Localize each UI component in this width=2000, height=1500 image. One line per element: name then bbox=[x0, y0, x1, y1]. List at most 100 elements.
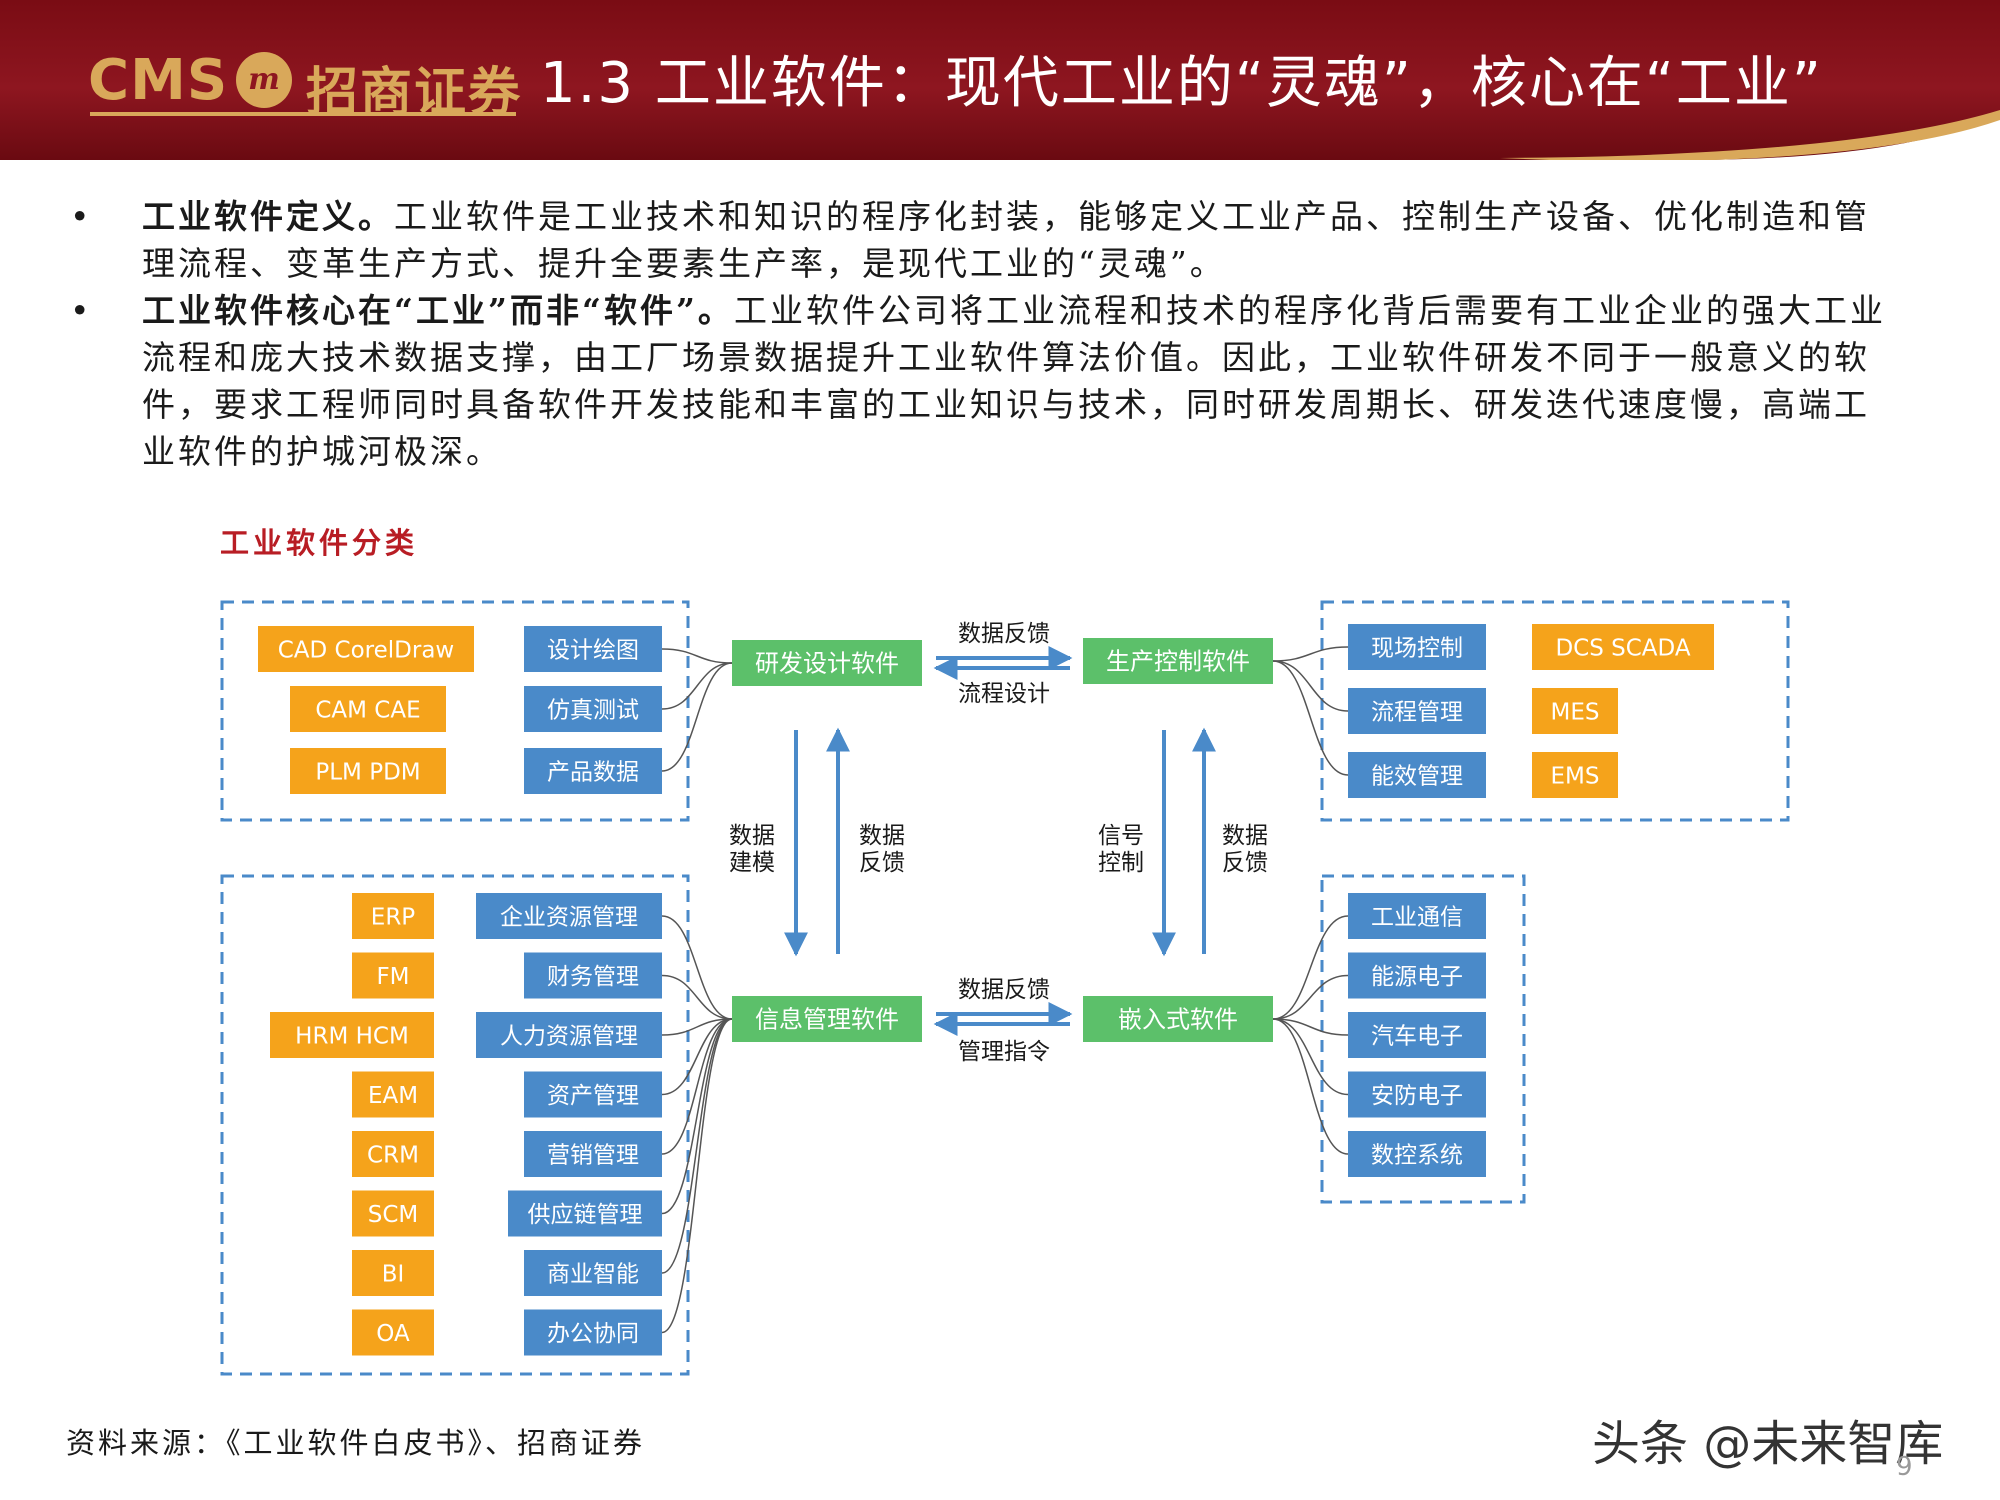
connector-embedded-0 bbox=[1272, 915, 1349, 1020]
hub-production: 生产控制软件 bbox=[1083, 638, 1273, 684]
bullet-body: 工业软件是工业技术和知识的程序化封装，能够定义工业产品、控制生产设备、优化制造和… bbox=[142, 197, 1870, 283]
category-0-production: 现场控制 bbox=[1348, 624, 1486, 670]
category-4-embedded-label: 数控系统 bbox=[1371, 1142, 1463, 1168]
connector-rd-0 bbox=[661, 648, 733, 664]
logo-cms: CMS bbox=[88, 48, 229, 113]
page-title: 1.3 工业软件：现代工业的“灵魂”，核心在“工业” bbox=[540, 51, 1823, 116]
bullet-marker: • bbox=[70, 291, 93, 330]
tool-1-rd-label: CAM CAE bbox=[315, 697, 420, 723]
flow-label-left-up-0: 数据 bbox=[859, 823, 905, 849]
tool-0-production-label: DCS SCADA bbox=[1555, 635, 1690, 661]
flow-label-right-up-1: 反馈 bbox=[1222, 850, 1268, 876]
category-7-info-label: 办公协同 bbox=[547, 1321, 639, 1347]
logo-underline bbox=[90, 112, 516, 116]
tool-4-info-shape bbox=[352, 1131, 434, 1177]
category-0-production-shape bbox=[1348, 624, 1486, 670]
hub-rd: 研发设计软件 bbox=[732, 640, 922, 686]
category-5-info-shape bbox=[508, 1190, 662, 1237]
category-1-embedded: 能源电子 bbox=[1348, 952, 1486, 999]
tool-1-rd: CAM CAE bbox=[290, 686, 446, 732]
tool-2-info-shape bbox=[270, 1012, 434, 1058]
category-1-rd: 仿真测试 bbox=[524, 686, 662, 732]
tool-7-info-label: OA bbox=[376, 1321, 410, 1347]
category-0-embedded: 工业通信 bbox=[1348, 893, 1486, 939]
tool-0-rd: CAD CorelDraw bbox=[258, 626, 474, 672]
flow-label-bottom-lower: 管理指令 bbox=[958, 1039, 1050, 1065]
category-4-embedded: 数控系统 bbox=[1348, 1131, 1486, 1177]
category-5-info-label: 供应链管理 bbox=[528, 1202, 643, 1228]
category-2-rd: 产品数据 bbox=[524, 748, 662, 794]
connector-info-7 bbox=[661, 1018, 733, 1334]
connector-info-1 bbox=[661, 974, 733, 1020]
category-4-info-label: 营销管理 bbox=[547, 1142, 639, 1168]
category-2-rd-label: 产品数据 bbox=[547, 759, 639, 785]
tool-0-rd-label: CAD CorelDraw bbox=[278, 637, 455, 663]
category-2-embedded-shape bbox=[1348, 1012, 1486, 1058]
connector-info-3 bbox=[661, 1018, 733, 1096]
tool-6-info-label: BI bbox=[382, 1261, 405, 1287]
logo-emblem-icon: m bbox=[236, 52, 292, 108]
tool-7-info-shape bbox=[352, 1309, 434, 1356]
category-1-embedded-shape bbox=[1348, 952, 1486, 999]
category-0-info-shape bbox=[476, 893, 662, 939]
group-info bbox=[220, 874, 690, 1376]
category-1-rd-shape bbox=[524, 686, 662, 732]
tool-2-info: HRM HCM bbox=[270, 1012, 434, 1058]
category-5-info: 供应链管理 bbox=[508, 1190, 662, 1237]
connector-info-6 bbox=[661, 1018, 733, 1274]
category-3-embedded: 安防电子 bbox=[1348, 1071, 1486, 1118]
tool-3-info-shape bbox=[352, 1071, 434, 1118]
category-1-production-label: 流程管理 bbox=[1371, 699, 1463, 725]
tool-1-info-shape bbox=[352, 952, 434, 999]
bullet-lead: 工业软件核心在“工业”而非“软件”。 bbox=[142, 291, 734, 330]
category-2-production: 能效管理 bbox=[1348, 752, 1486, 798]
tool-2-rd-label: PLM PDM bbox=[315, 759, 420, 785]
category-1-rd-label: 仿真测试 bbox=[547, 697, 639, 723]
header-banner: CMS m 招商证券 1.3 工业软件：现代工业的“灵魂”，核心在“工业” bbox=[0, 0, 2000, 160]
category-3-info: 资产管理 bbox=[524, 1071, 662, 1118]
category-7-info-shape bbox=[524, 1309, 662, 1356]
flow-label-left-down-1: 建模 bbox=[729, 850, 775, 876]
connector-embedded-2 bbox=[1272, 1018, 1349, 1036]
tool-3-info: EAM bbox=[352, 1071, 434, 1118]
bullet-core: • 工业软件核心在“工业”而非“软件”。工业软件公司将工业流程和技术的程序化背后… bbox=[70, 287, 1900, 475]
category-0-rd-shape bbox=[524, 626, 662, 672]
category-1-embedded-label: 能源电子 bbox=[1371, 964, 1463, 990]
category-0-embedded-label: 工业通信 bbox=[1371, 904, 1463, 930]
category-3-embedded-shape bbox=[1348, 1071, 1486, 1118]
category-4-embedded-shape bbox=[1348, 1131, 1486, 1177]
category-2-production-label: 能效管理 bbox=[1371, 763, 1463, 789]
category-2-embedded: 汽车电子 bbox=[1348, 1012, 1486, 1058]
tool-1-production-label: MES bbox=[1551, 699, 1600, 725]
flow-label-bottom-upper: 数据反馈 bbox=[958, 977, 1050, 1003]
connector-rd-2 bbox=[661, 662, 733, 772]
flow-label-top-lower: 流程设计 bbox=[958, 681, 1050, 707]
category-1-info: 财务管理 bbox=[524, 952, 662, 999]
category-1-info-label: 财务管理 bbox=[547, 964, 639, 990]
tool-4-info-label: CRM bbox=[367, 1142, 419, 1168]
bullet-body: 工业软件公司将工业流程和技术的程序化背后需要有工业企业的强大工业流程和庞大技术数… bbox=[142, 291, 1886, 471]
tool-0-info: ERP bbox=[352, 893, 434, 939]
tool-5-info-label: SCM bbox=[368, 1202, 419, 1228]
connector-info-4 bbox=[661, 1018, 733, 1155]
connector-info-2 bbox=[661, 1018, 733, 1036]
diagram-title: 工业软件分类 bbox=[220, 526, 419, 560]
category-1-production-shape bbox=[1348, 688, 1486, 734]
category-2-embedded-label: 汽车电子 bbox=[1371, 1023, 1463, 1049]
hub-embedded-label: 嵌入式软件 bbox=[1118, 1006, 1238, 1034]
connector-production-1 bbox=[1272, 660, 1349, 712]
flow-label-right-down-1: 控制 bbox=[1098, 850, 1144, 876]
hub-info-shape bbox=[732, 996, 922, 1042]
tool-3-info-label: EAM bbox=[368, 1083, 418, 1109]
tool-1-rd-shape bbox=[290, 686, 446, 732]
category-1-info-shape bbox=[524, 952, 662, 999]
tool-2-rd: PLM PDM bbox=[290, 748, 446, 794]
category-0-rd: 设计绘图 bbox=[524, 626, 662, 672]
tool-0-rd-shape bbox=[258, 626, 474, 672]
bullet-marker: • bbox=[70, 197, 93, 236]
tool-2-rd-shape bbox=[290, 748, 446, 794]
bullet-definition: • 工业软件定义。工业软件是工业技术和知识的程序化封装，能够定义工业产品、控制生… bbox=[70, 193, 1900, 287]
category-6-info: 商业智能 bbox=[524, 1250, 662, 1296]
connector-info-5 bbox=[661, 1018, 733, 1215]
watermark: 头条 @未来智库 bbox=[1592, 1416, 1944, 1472]
